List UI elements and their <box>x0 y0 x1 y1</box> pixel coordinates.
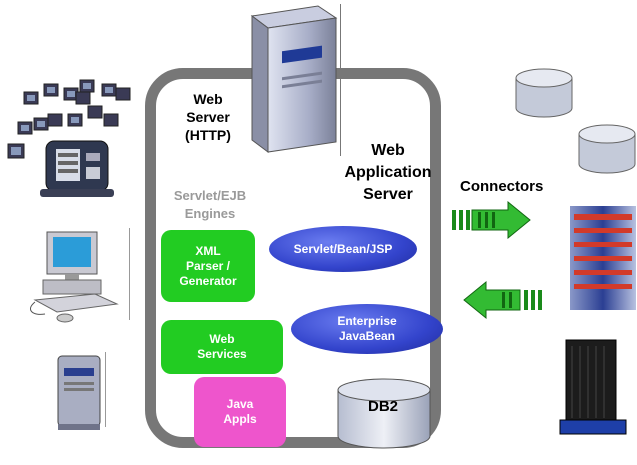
disk-storage-icon <box>515 68 573 118</box>
enterprise-javabean-label: Enterprise JavaBean <box>337 314 397 343</box>
engines-label: Servlet/EJB Engines <box>173 188 247 221</box>
db2-cylinder-icon <box>337 378 431 449</box>
mainframe-icon <box>570 206 636 310</box>
web-server-icon <box>250 5 338 153</box>
small-server-icon <box>57 355 101 430</box>
arrow-right-icon <box>452 200 531 240</box>
web-server-label: Web Server (HTTP) <box>185 91 231 143</box>
kiosk-icon <box>40 140 114 197</box>
servlet-bean-jsp-label: Servlet/Bean/JSP <box>293 241 393 256</box>
divider-line <box>129 228 130 320</box>
connectors-label: Connectors <box>460 178 544 195</box>
app-server-label: Web Application Server <box>344 142 432 203</box>
web-services-box: Web Services <box>161 320 283 374</box>
server-rack-icon <box>559 339 627 435</box>
user-cluster-icon <box>7 79 131 159</box>
arrow-left-icon <box>463 280 542 320</box>
desktop-computer-icon <box>30 231 119 323</box>
disk-storage-icon <box>578 124 636 174</box>
java-appls-label: Java Appls <box>223 397 257 426</box>
divider-line <box>105 352 106 427</box>
divider-line <box>340 4 341 156</box>
servlet-bean-jsp-ellipse: Servlet/Bean/JSP <box>269 226 417 272</box>
java-appls-box: Java Appls <box>194 377 286 447</box>
xml-parser-box: XML Parser / Generator <box>161 230 255 302</box>
enterprise-javabean-ellipse: Enterprise JavaBean <box>291 304 443 354</box>
db2-label: DB2 <box>367 398 398 415</box>
web-services-label: Web Services <box>197 332 247 361</box>
xml-parser-label: XML Parser / Generator <box>179 243 237 288</box>
